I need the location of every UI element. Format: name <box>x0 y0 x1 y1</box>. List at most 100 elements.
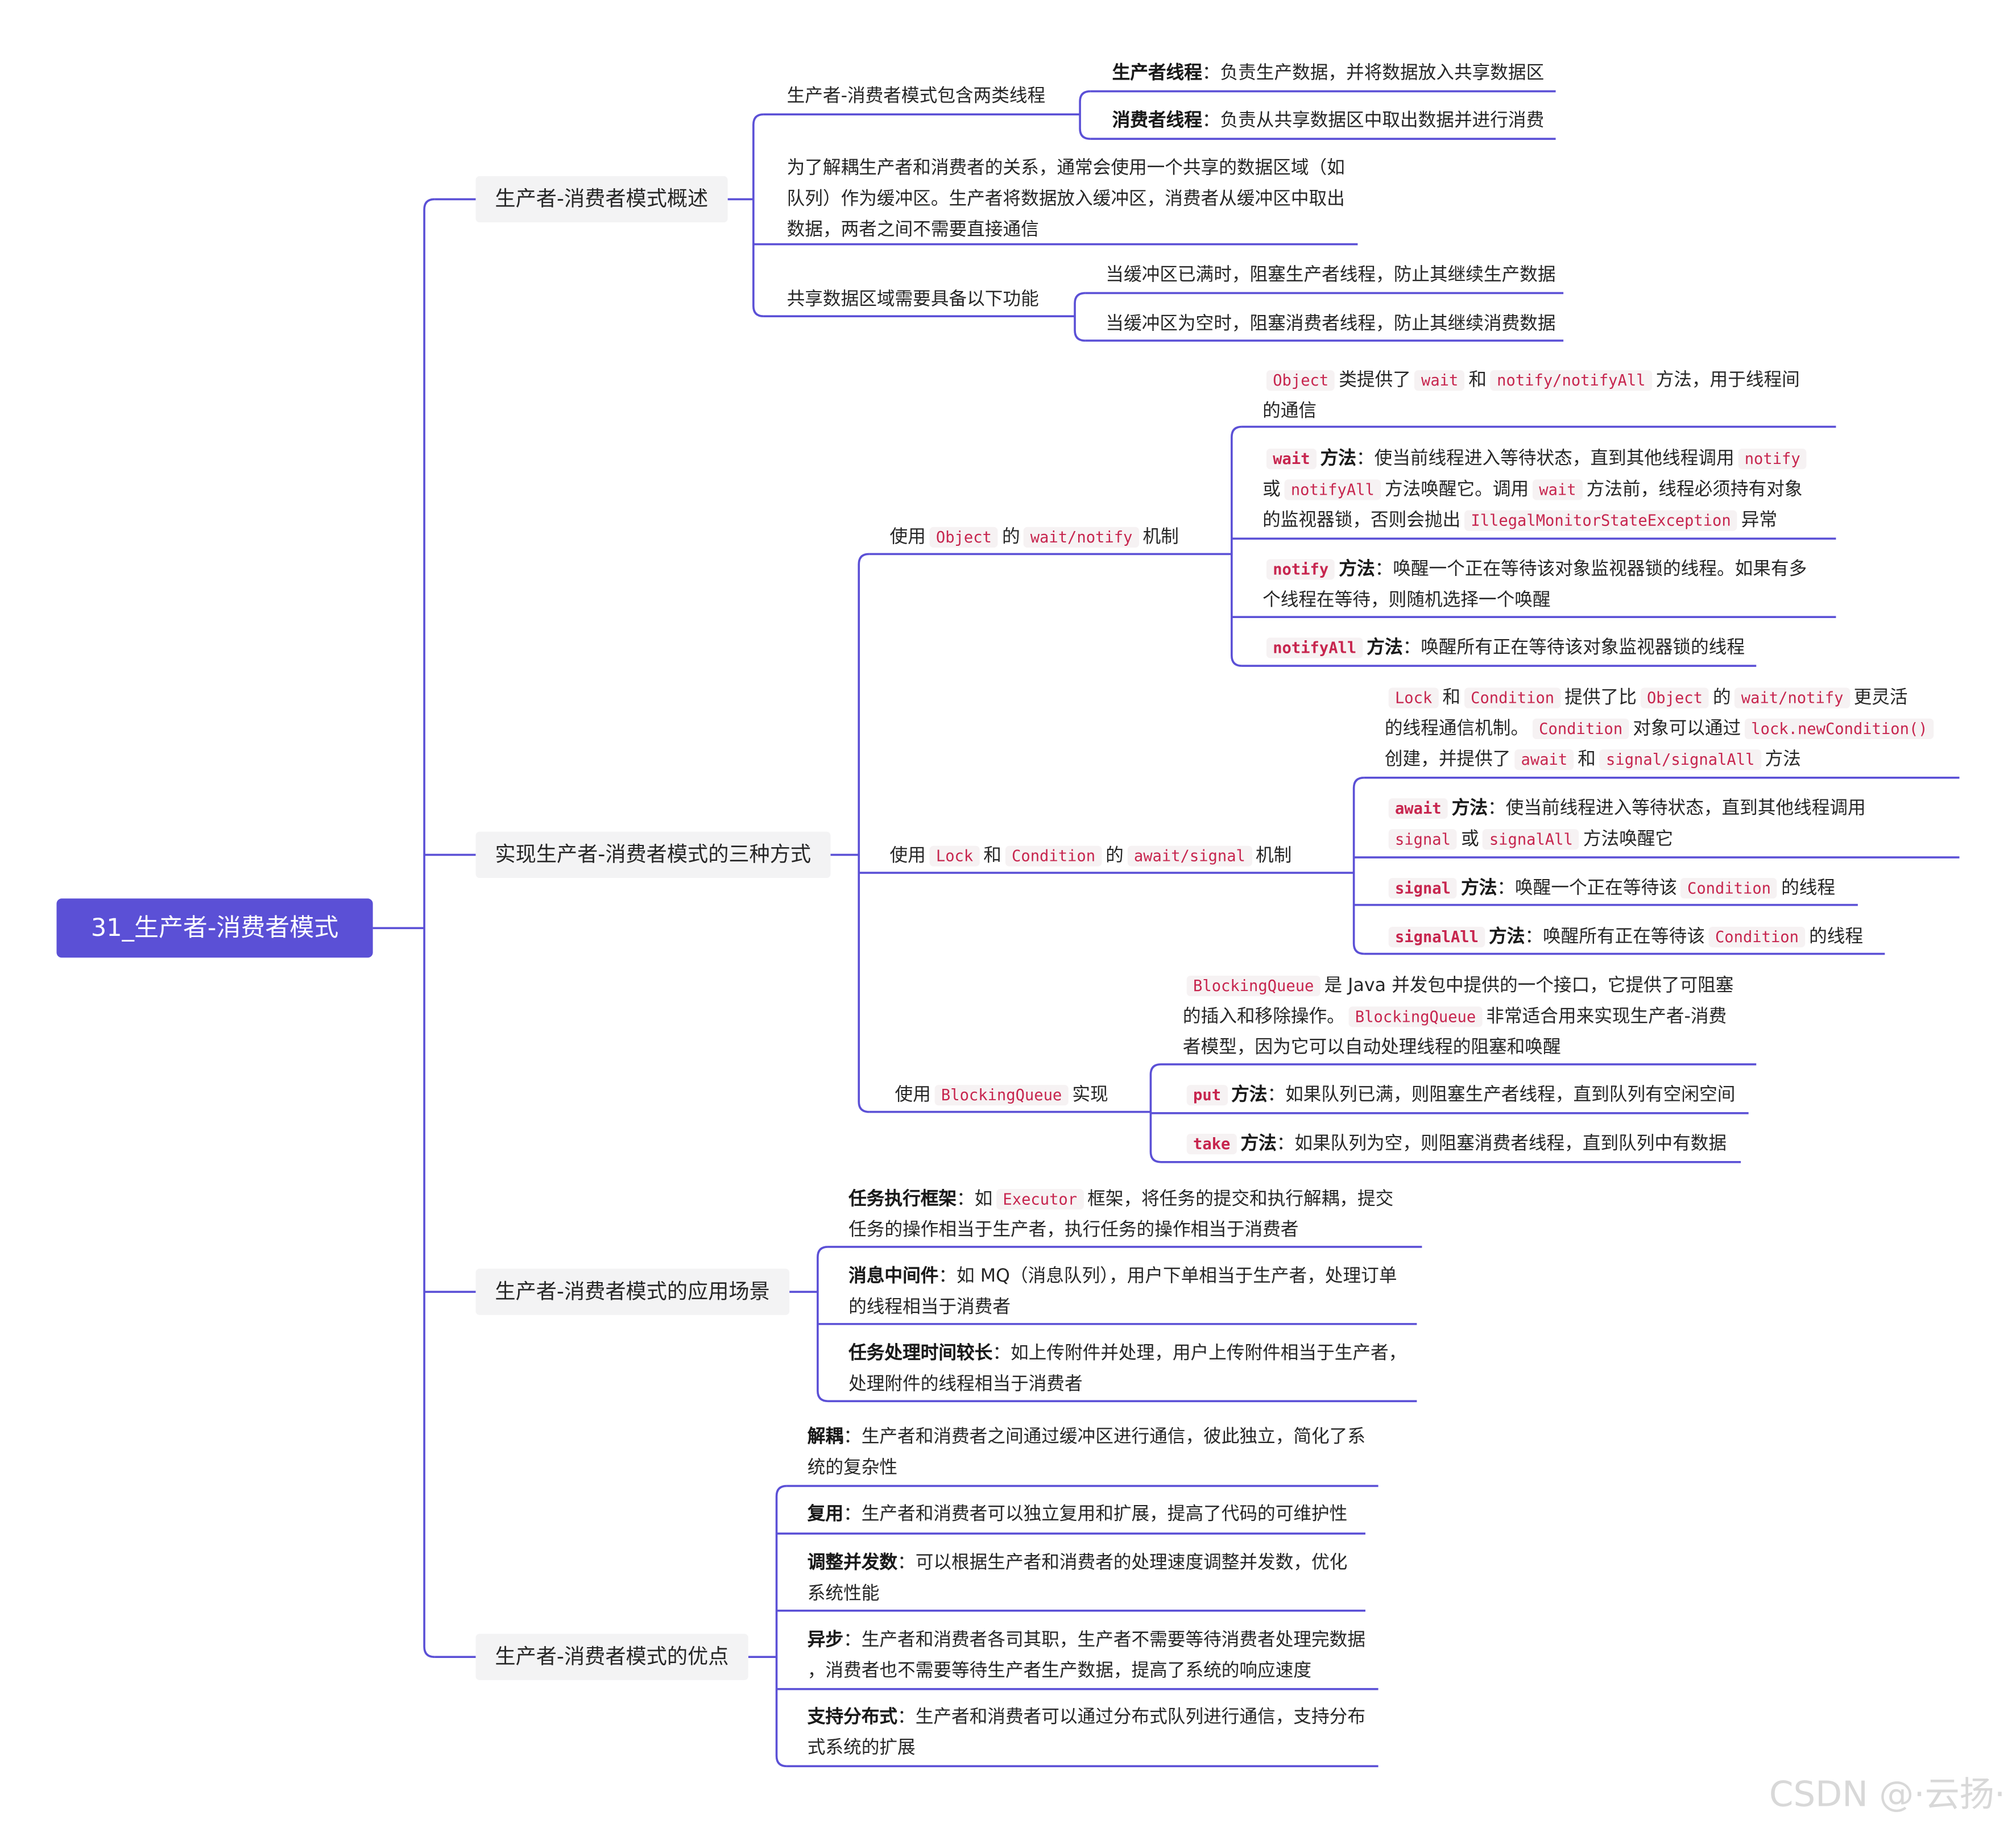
text-segment: 解耦：生产者和消费者之间通过缓冲区进行通信，彼此独立，简化了系 <box>808 1421 1365 1452</box>
inline-code: notifyAll <box>1266 637 1363 658</box>
bold-term: 生产者线程 <box>1112 63 1202 84</box>
node-async[interactable]: 异步：生产者和消费者各司其职，生产者不需要等待消费者处理完数据 ，消费者也不需要… <box>808 1625 1365 1687</box>
node-consumer-thread[interactable]: 消费者线程：负责从共享数据区中取出数据并进行消费 <box>1112 105 1545 136</box>
text-segment: 处理附件的线程相当于消费者 <box>848 1374 1083 1395</box>
text-segment: 统的复杂性 <box>807 1457 898 1478</box>
inline-code: Condition <box>1680 878 1778 899</box>
inline-code: signal/signalAll <box>1599 749 1761 770</box>
inline-code: Condition <box>1464 687 1561 708</box>
bold-term: 任务执行框架 <box>848 1189 957 1210</box>
text-line: 数据，两者之间不需要直接通信 <box>786 219 1039 241</box>
text-segment: 是 Java 并发包中提供的一个接口，它提供了可阻塞 <box>1324 975 1734 997</box>
inline-code: signalAll <box>1388 927 1485 948</box>
text-segment: 系统性能 <box>807 1583 880 1605</box>
text-segment: 非常适合用来实现生产者-消费 <box>1486 1006 1727 1027</box>
bold-term: 方法 <box>1461 878 1497 899</box>
text-segment: 方法唤醒它 <box>1583 829 1674 850</box>
text-segment: ：唤醒所有正在等待该 <box>1525 927 1705 948</box>
text-line: 队列）作为缓冲区。生产者将数据放入缓冲区，消费者从缓冲区中取出 <box>786 189 1345 210</box>
text-segment: 的监视器锁，否则会抛出 <box>1262 510 1461 531</box>
root-node[interactable]: 31_生产者-消费者模式 <box>56 898 373 958</box>
text-segment: ：可以根据生产者和消费者的处理速度调整并发数，优化 <box>897 1553 1348 1574</box>
inline-code: Lock <box>1388 687 1439 708</box>
text-segment: ：负责生产数据，并将数据放入共享数据区 <box>1202 63 1545 84</box>
node-buffer-description[interactable]: 为了解耦生产者和消费者的关系，通常会使用一个共享的数据区域（如 队列）作为缓冲区… <box>787 153 1345 246</box>
text-segment: ：生产者和消费者之间通过缓冲区进行通信，彼此独立，简化了系 <box>843 1427 1365 1448</box>
bold-term: 消费者线程 <box>1112 110 1202 131</box>
inline-code: IllegalMonitorStateException <box>1464 510 1738 531</box>
inline-code: signal <box>1388 829 1458 850</box>
branch-implementations[interactable]: 实现生产者-消费者模式的三种方式 <box>475 831 830 878</box>
bold-term: 方法 <box>1320 449 1356 470</box>
bold-term: 方法 <box>1367 637 1403 658</box>
node-message-middleware[interactable]: 消息中间件：如 MQ（消息队列），用户下单相当于生产者，处理订单 的线程相当于消… <box>848 1261 1397 1323</box>
branch-overview[interactable]: 生产者-消费者模式概述 <box>475 176 728 223</box>
node-concurrency[interactable]: 调整并发数：可以根据生产者和消费者的处理速度调整并发数，优化 系统性能 <box>808 1548 1348 1610</box>
bold-term: 消息中间件 <box>848 1266 939 1287</box>
text-segment: 任务处理时间较长：如上传附件并处理，用户上传附件相当于生产者， <box>848 1338 1406 1369</box>
node-producer-thread[interactable]: 生产者线程：负责生产数据，并将数据放入共享数据区 <box>1112 58 1545 89</box>
bold-term: 支持分布式 <box>807 1707 898 1728</box>
inline-code: Condition <box>1005 845 1102 867</box>
node-two-threads[interactable]: 生产者-消费者模式包含两类线程 <box>786 86 1046 107</box>
text-segment: 更灵活 <box>1853 687 1908 708</box>
inline-code: lock.newCondition() <box>1744 718 1934 739</box>
node-long-tasks[interactable]: 任务处理时间较长：如上传附件并处理，用户上传附件相当于生产者， 处理附件的线程相… <box>848 1338 1406 1400</box>
text-segment: ：如 MQ（消息队列），用户下单相当于生产者，处理订单 <box>938 1266 1397 1287</box>
inline-code: Lock <box>929 845 980 867</box>
branch-advantages[interactable]: 生产者-消费者模式的优点 <box>475 1634 748 1680</box>
text-segment: 支持分布式：生产者和消费者可以通过分布式队列进行通信，支持分布 <box>808 1702 1365 1732</box>
text-segment: 的线程 <box>1809 927 1864 948</box>
inline-code: notify/notifyAll <box>1490 370 1652 391</box>
node-reuse[interactable]: 复用：生产者和消费者可以独立复用和扩展，提高了代码的可维护性 <box>808 1499 1348 1529</box>
node-buffer-full[interactable]: 当缓冲区已满时，阻塞生产者线程，防止其继续生产数据 <box>1106 264 1556 285</box>
text-segment: 任务的操作相当于生产者，执行任务的操作相当于消费者 <box>848 1220 1299 1241</box>
text-segment: 个线程在等待，则随机选择一个唤醒 <box>1262 590 1551 611</box>
bold-term: 方法 <box>1489 927 1525 948</box>
text-segment: ：生产者和消费者可以通过分布式队列进行通信，支持分布 <box>897 1707 1365 1728</box>
inline-code: Object <box>1266 370 1335 391</box>
node-buffer-empty[interactable]: 当缓冲区为空时，阻塞消费者线程，防止其继续消费数据 <box>1106 313 1556 334</box>
node-decoupling[interactable]: 解耦：生产者和消费者之间通过缓冲区进行通信，彼此独立，简化了系 统的复杂性 <box>808 1421 1365 1483</box>
text-segment: 对象可以通过 <box>1633 718 1741 739</box>
node-shared-area-features[interactable]: 共享数据区域需要具备以下功能 <box>786 289 1039 310</box>
watermark: CSDN @·云扬· <box>1769 1775 2006 1815</box>
text-segment: 方法前，线程必须持有对象 <box>1586 479 1803 500</box>
text-segment: ：生产者和消费者可以独立复用和扩展，提高了代码的可维护性 <box>843 1504 1348 1525</box>
branch-scenarios[interactable]: 生产者-消费者模式的应用场景 <box>475 1268 789 1315</box>
text-segment: ，消费者也不需要等待生产者生产数据，提高了系统的响应速度 <box>807 1660 1312 1682</box>
text-segment: 类提供了 <box>1339 370 1411 391</box>
text-line: 为了解耦生产者和消费者的关系，通常会使用一个共享的数据区域（如 <box>786 158 1345 179</box>
inline-code: wait/notify <box>1734 687 1850 708</box>
inline-code: signalAll <box>1483 829 1580 850</box>
bold-term: 方法 <box>1240 1134 1277 1155</box>
text-segment: 消息中间件：如 MQ（消息队列），用户下单相当于生产者，处理订单 <box>848 1261 1397 1292</box>
node-distributed[interactable]: 支持分布式：生产者和消费者可以通过分布式队列进行通信，支持分布 式系统的扩展 <box>808 1702 1365 1764</box>
text-segment: ：唤醒所有正在等待该对象监视器锁的线程 <box>1402 637 1745 658</box>
text-segment: 或 <box>1262 479 1281 500</box>
